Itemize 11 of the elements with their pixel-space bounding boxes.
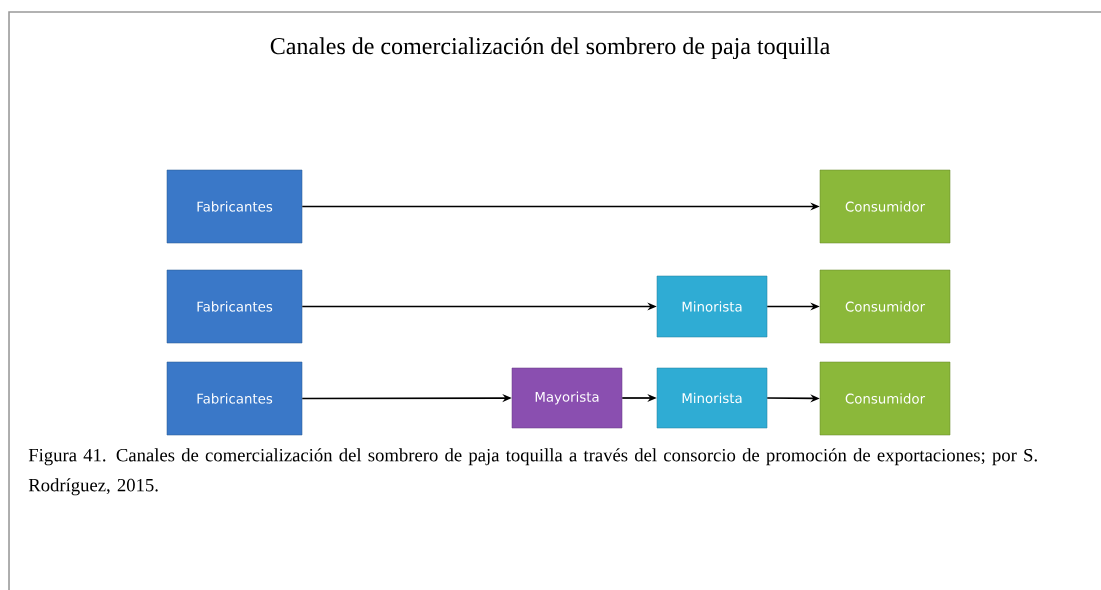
consumer-box: Consumidor (819, 269, 951, 344)
consumer-box: Consumidor (819, 169, 951, 244)
retailer-box: Minorista (656, 275, 768, 338)
consumer-box: Consumidor (819, 361, 951, 436)
producer-box: Fabricantes (166, 361, 303, 436)
title: Canales de comercialización del sombrero de paja toquilla (270, 37, 830, 60)
producer-box: Fabricantes (166, 269, 303, 344)
producer-box: Fabricantes (166, 169, 303, 244)
wholesaler-box: Mayorista (511, 367, 623, 429)
retailer-box: Minorista (656, 367, 768, 429)
caption: Figura 41. Canales de comercialización del sombrero de paja toquilla a través del consorcio de promoción de exportaciones; por S. Rodríguez, 2015. (28, 448, 1037, 496)
